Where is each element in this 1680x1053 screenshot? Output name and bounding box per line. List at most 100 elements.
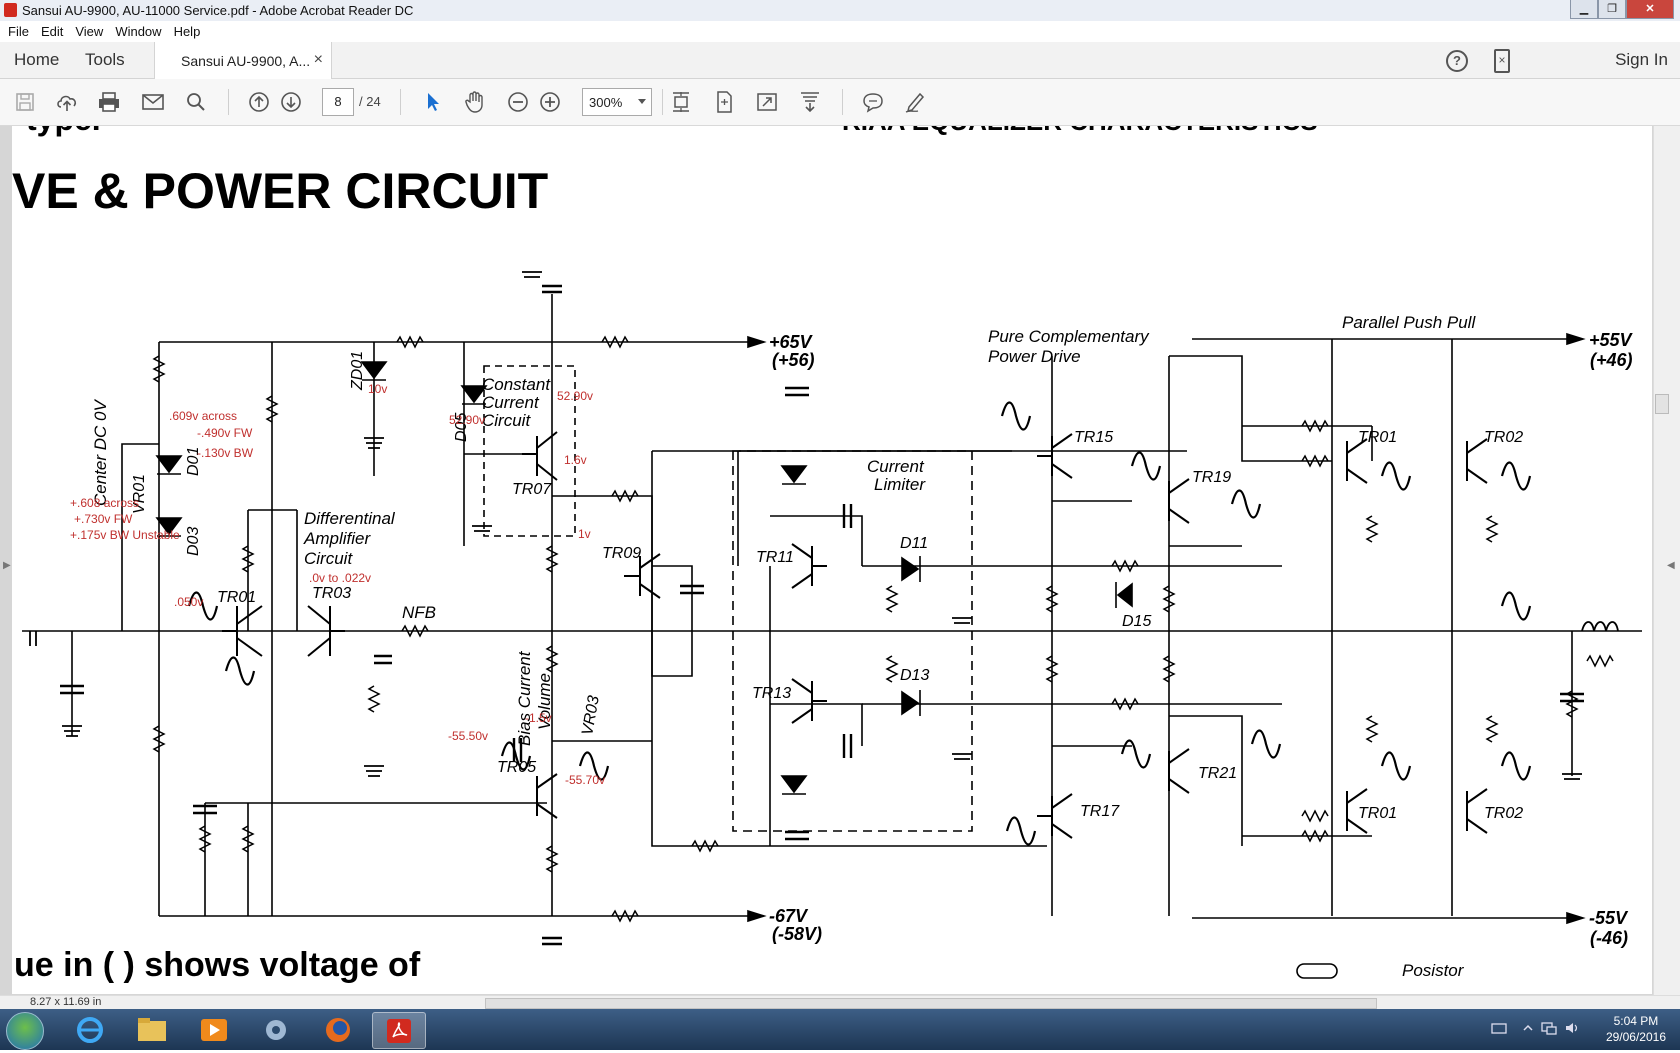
annotation-tr01-voltage: .050v bbox=[174, 595, 203, 609]
label-cc-3: Circuit bbox=[482, 411, 531, 430]
acrobat-app-icon bbox=[4, 3, 17, 17]
tab-document[interactable]: Sansui AU-9900, A... × bbox=[154, 42, 332, 79]
label-pcd-1: Pure Complementary bbox=[988, 327, 1150, 346]
close-tab-icon[interactable]: × bbox=[313, 51, 323, 68]
menu-window[interactable]: Window bbox=[115, 24, 162, 39]
print-icon[interactable] bbox=[96, 89, 122, 115]
minimize-button[interactable]: ▁ bbox=[1570, 0, 1598, 19]
comp-d01: D01 bbox=[185, 447, 202, 476]
email-icon[interactable] bbox=[140, 89, 166, 115]
tab-home[interactable]: Home bbox=[14, 50, 60, 69]
zoom-in-icon[interactable] bbox=[537, 89, 563, 115]
page-size-indicator: 8.27 x 11.69 in bbox=[30, 996, 102, 1008]
comp-d11: D11 bbox=[900, 535, 928, 552]
vertical-scroll-thumb[interactable] bbox=[1655, 394, 1669, 414]
comp-tr15: TR15 bbox=[1074, 429, 1113, 446]
network-icon[interactable] bbox=[1541, 1021, 1557, 1035]
menu-help[interactable]: Help bbox=[173, 24, 201, 39]
annotation-tr07-base: 52.90v bbox=[449, 413, 485, 427]
start-button[interactable] bbox=[6, 1012, 44, 1050]
comp-tr07: TR07 bbox=[512, 481, 552, 498]
annotation-tr05-collector: -1.5v bbox=[525, 711, 552, 725]
read-mode-icon[interactable] bbox=[797, 89, 823, 115]
label-cl-2: Limiter bbox=[874, 475, 926, 494]
comp-tr13: TR13 bbox=[752, 685, 791, 702]
select-cursor-icon[interactable] bbox=[420, 89, 446, 115]
label-diff-1: Differentinal bbox=[304, 509, 396, 528]
menu-view[interactable]: View bbox=[75, 24, 104, 39]
label-diff-2: Amplifier bbox=[303, 529, 371, 548]
media-player-icon[interactable] bbox=[188, 1012, 240, 1047]
annotation-tr07-collector: 52.90v bbox=[557, 389, 593, 403]
comment-icon[interactable] bbox=[860, 89, 886, 115]
close-window-button[interactable]: ✕ bbox=[1626, 0, 1674, 19]
zoom-value: 300% bbox=[589, 95, 623, 110]
next-page-icon[interactable] bbox=[278, 89, 304, 115]
search-icon[interactable] bbox=[183, 89, 209, 115]
comp-tr05: TR05 bbox=[497, 759, 536, 776]
annotation-tr09-base: 1v bbox=[578, 527, 591, 541]
acrobat-reader-task-icon[interactable] bbox=[372, 1012, 426, 1049]
comp-tr17: TR17 bbox=[1080, 803, 1120, 820]
document-tab-label: Sansui AU-9900, A... bbox=[181, 53, 311, 69]
rail-plus65: +65V bbox=[769, 332, 814, 352]
heading-fragment-top: type. bbox=[26, 126, 101, 137]
show-hidden-icons-icon[interactable] bbox=[1520, 1021, 1536, 1035]
menu-edit[interactable]: Edit bbox=[40, 24, 64, 39]
page-total: / 24 bbox=[359, 94, 381, 109]
internet-explorer-icon[interactable] bbox=[64, 1012, 116, 1047]
scroll-mode-icon[interactable] bbox=[668, 89, 694, 115]
toolbar: 8 / 24 300% bbox=[0, 79, 1680, 126]
comp-tr11: TR11 bbox=[756, 549, 794, 566]
tab-bar: Home Tools Sansui AU-9900, A... × ? × Si… bbox=[0, 42, 1680, 79]
collapse-right-panel-icon[interactable]: ◀ bbox=[1667, 560, 1675, 571]
label-posistor: Posistor bbox=[1402, 961, 1465, 980]
system-clock[interactable]: 5:04 PM 29/06/2016 bbox=[1606, 1013, 1666, 1045]
annotation-d03-across: +.608 across bbox=[70, 496, 139, 510]
comp-tr02-lower: TR02 bbox=[1484, 805, 1523, 822]
hand-tool-icon[interactable] bbox=[462, 89, 488, 115]
toolbar-divider bbox=[842, 89, 843, 115]
rail-plus55: +55V bbox=[1589, 330, 1634, 350]
firefox-icon[interactable] bbox=[312, 1012, 364, 1047]
full-screen-icon[interactable] bbox=[754, 89, 780, 115]
document-viewport[interactable]: type. RIAA EQUALIZER CHARACTERISTICS VE … bbox=[0, 126, 1680, 995]
label-cc-2: Current bbox=[482, 393, 540, 412]
chevron-down-icon bbox=[638, 99, 646, 104]
rail-minus67: -67V bbox=[769, 906, 809, 926]
horizontal-scroll-thumb[interactable] bbox=[485, 998, 1377, 1009]
file-explorer-icon[interactable] bbox=[126, 1012, 178, 1047]
comp-tr01-lower: TR01 bbox=[1358, 805, 1397, 822]
maximize-button[interactable]: ❐ bbox=[1598, 0, 1626, 19]
volume-icon[interactable] bbox=[1564, 1021, 1580, 1035]
settings-gear-icon[interactable] bbox=[250, 1012, 302, 1047]
bottom-note: ue in ( ) shows voltage of bbox=[14, 946, 421, 984]
vertical-scrollbar[interactable] bbox=[1653, 126, 1680, 995]
label-bias-2: Volume bbox=[535, 673, 554, 730]
zoom-out-icon[interactable] bbox=[505, 89, 531, 115]
fit-page-icon[interactable] bbox=[711, 89, 737, 115]
clock-date: 29/06/2016 bbox=[1605, 1030, 1666, 1044]
comp-vr03: VR03 bbox=[579, 694, 603, 736]
menu-file[interactable]: File bbox=[8, 24, 29, 39]
page-number-input[interactable]: 8 bbox=[322, 88, 354, 116]
label-bias-1: Bias Current bbox=[515, 650, 534, 746]
annotation-d01-bw: -.130v BW bbox=[197, 446, 254, 460]
label-cc-1: Constant bbox=[482, 375, 551, 394]
sign-in-link[interactable]: Sign In bbox=[1615, 50, 1668, 69]
zoom-select[interactable]: 300% bbox=[582, 88, 652, 116]
tab-tools[interactable]: Tools bbox=[85, 50, 125, 69]
toolbar-divider bbox=[228, 89, 229, 115]
annotation-d03-bw: +.175v BW Unstable bbox=[70, 528, 180, 542]
collapse-left-panel-icon[interactable]: ▶ bbox=[3, 560, 11, 571]
save-icon[interactable] bbox=[12, 89, 38, 115]
upload-cloud-icon[interactable] bbox=[54, 89, 80, 115]
previous-page-icon[interactable] bbox=[246, 89, 272, 115]
annotation-tr03-voltage: .0v to .022v bbox=[309, 571, 371, 585]
heading-fragment-right: RIAA EQUALIZER CHARACTERISTICS bbox=[842, 126, 1318, 136]
sign-pen-icon[interactable] bbox=[903, 89, 929, 115]
help-icon[interactable]: ? bbox=[1446, 50, 1468, 72]
keyboard-tray-icon[interactable] bbox=[1491, 1021, 1507, 1035]
mobile-link-icon[interactable]: × bbox=[1494, 49, 1510, 73]
label-cl-1: Current bbox=[867, 457, 925, 476]
